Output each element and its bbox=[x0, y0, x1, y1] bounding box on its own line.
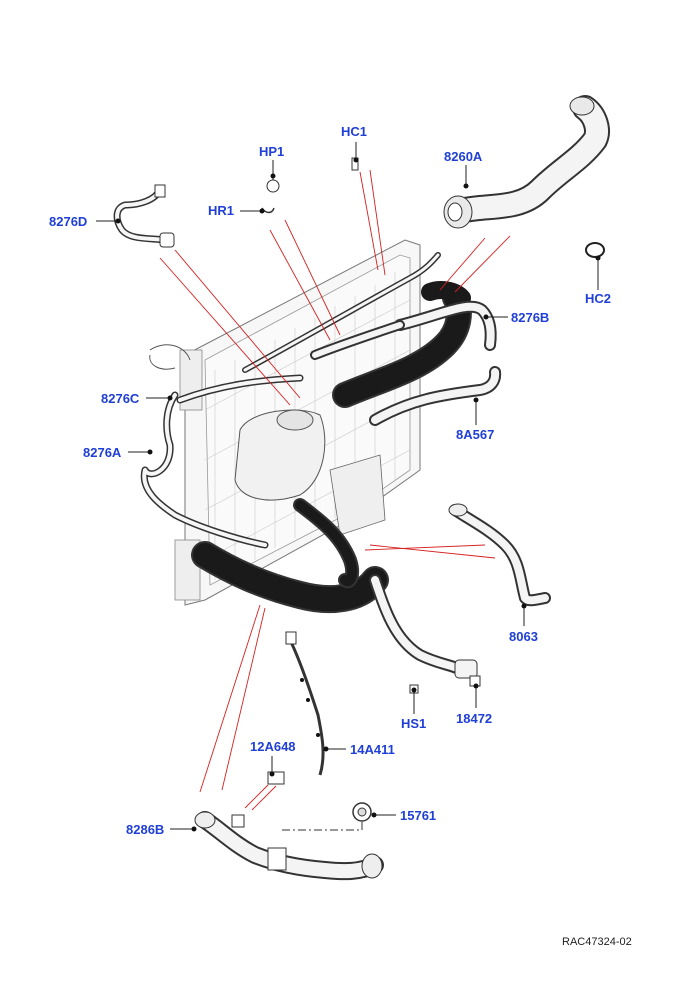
cap-15761 bbox=[352, 802, 372, 822]
bleed-pipe-8276a bbox=[140, 374, 304, 549]
callout-18472: 18472 bbox=[456, 711, 492, 726]
callout-8276b: 8276B bbox=[511, 310, 549, 325]
callout-hc2: HC2 bbox=[585, 291, 611, 306]
callout-8276c: 8276C bbox=[101, 391, 140, 406]
hose-8260a bbox=[443, 95, 610, 229]
callout-leaders bbox=[96, 142, 601, 832]
callout-hc1: HC1 bbox=[341, 124, 367, 139]
callout-8260a: 8260A bbox=[444, 149, 483, 164]
callout-14a411: 14A411 bbox=[350, 742, 395, 757]
callout-8276d: 8276D bbox=[49, 214, 87, 229]
outlet-pipe-lower bbox=[369, 574, 478, 679]
bleed-pipe-top bbox=[242, 252, 441, 373]
red-reference-lines bbox=[159, 169, 511, 811]
harness-14a411 bbox=[285, 631, 325, 776]
callout-8063: 8063 bbox=[509, 629, 538, 644]
heater-hoses bbox=[310, 300, 502, 426]
callout-12a648: 12A648 bbox=[250, 739, 296, 754]
pipe-assembly-8286b bbox=[194, 811, 384, 881]
callout-8a567: 8A567 bbox=[456, 427, 494, 442]
clip-hc2 bbox=[585, 242, 605, 258]
callout-8286b: 8286B bbox=[126, 822, 164, 837]
callout-hs1: HS1 bbox=[401, 716, 426, 731]
callout-15761: 15761 bbox=[400, 808, 436, 823]
reference-code: RAC47324-02 bbox=[562, 936, 632, 948]
expansion-tank bbox=[234, 409, 386, 536]
callout-hp1: HP1 bbox=[259, 144, 284, 159]
lower-radiator-hose bbox=[191, 498, 389, 614]
dash-dot-line-15761 bbox=[282, 822, 363, 831]
callout-8276a: 8276A bbox=[83, 445, 122, 460]
pipe-8063 bbox=[448, 503, 551, 607]
pipe-8276d bbox=[113, 184, 175, 248]
callout-hr1: HR1 bbox=[208, 203, 234, 218]
